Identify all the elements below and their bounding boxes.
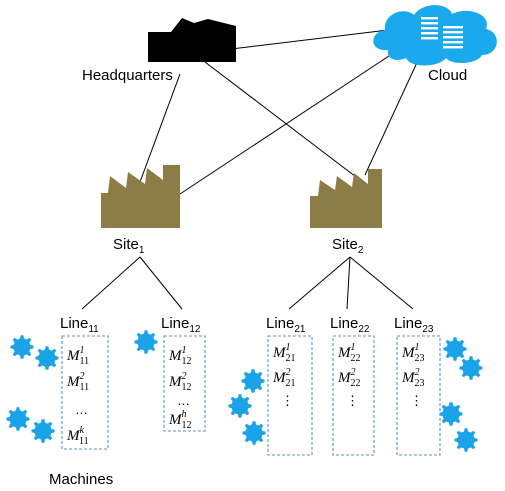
- line-label-line23: Line23: [394, 315, 434, 335]
- machines-label: Machines: [49, 471, 113, 488]
- machine-ellipsis: ⋮: [346, 393, 359, 408]
- factory-icon: [101, 165, 180, 228]
- line-label-line12: Line12: [161, 315, 201, 335]
- edge-site2-line23: [349, 256, 414, 310]
- machine-box-line12: [163, 335, 206, 432]
- gear-icon: [134, 330, 158, 354]
- gear-icon: [6, 407, 30, 431]
- machine-ellipsis: ⋮: [281, 393, 294, 408]
- gear-icon: [241, 369, 265, 393]
- edge-cloud-site2: [364, 55, 421, 176]
- edge-hq-site1: [139, 73, 181, 183]
- gear-icon: [31, 419, 55, 443]
- factory-icon: [310, 169, 382, 228]
- edge-site2-line22: [346, 256, 351, 310]
- gear-icon: [242, 421, 266, 445]
- edge-site1-line12: [139, 256, 183, 310]
- edge-cloud-site1: [179, 49, 399, 195]
- cloud-label: Cloud: [428, 67, 467, 84]
- machine-ellipsis: ⋮: [410, 393, 423, 408]
- line-labels: Line11 Line12 Line21 Line22 Line23: [60, 315, 434, 335]
- connections: [81, 29, 421, 310]
- gear-icon: [443, 337, 467, 361]
- gear-icon: [228, 394, 252, 418]
- gear-icon: [454, 428, 478, 452]
- machine-box-line22: [332, 335, 375, 456]
- machine-ellipsis: …: [75, 402, 88, 417]
- headquarters-label: Headquarters: [82, 67, 173, 84]
- site1-label: Site1: [113, 236, 145, 256]
- edge-site1-line11: [81, 256, 141, 310]
- machine-ellipsis: …: [177, 393, 190, 408]
- machine-box-line11: [61, 335, 109, 450]
- building-icon: [148, 18, 236, 62]
- cloud-server-icon: [373, 5, 497, 66]
- gear-icon: [459, 356, 483, 380]
- edge-site2-line21: [288, 256, 351, 310]
- line-label-line21: Line21: [266, 315, 306, 335]
- machine-boxes: [61, 335, 441, 456]
- gear-icon: [35, 346, 59, 370]
- gear-icon: [439, 402, 463, 426]
- gear-icon: [10, 335, 34, 359]
- line-label-line11: Line11: [60, 315, 99, 335]
- site2-label: Site2: [332, 236, 364, 256]
- line-label-line22: Line22: [330, 315, 370, 335]
- machine-box-line21: [267, 335, 313, 456]
- edge-hq-site2: [204, 61, 361, 181]
- machine-box-line23: [396, 335, 441, 456]
